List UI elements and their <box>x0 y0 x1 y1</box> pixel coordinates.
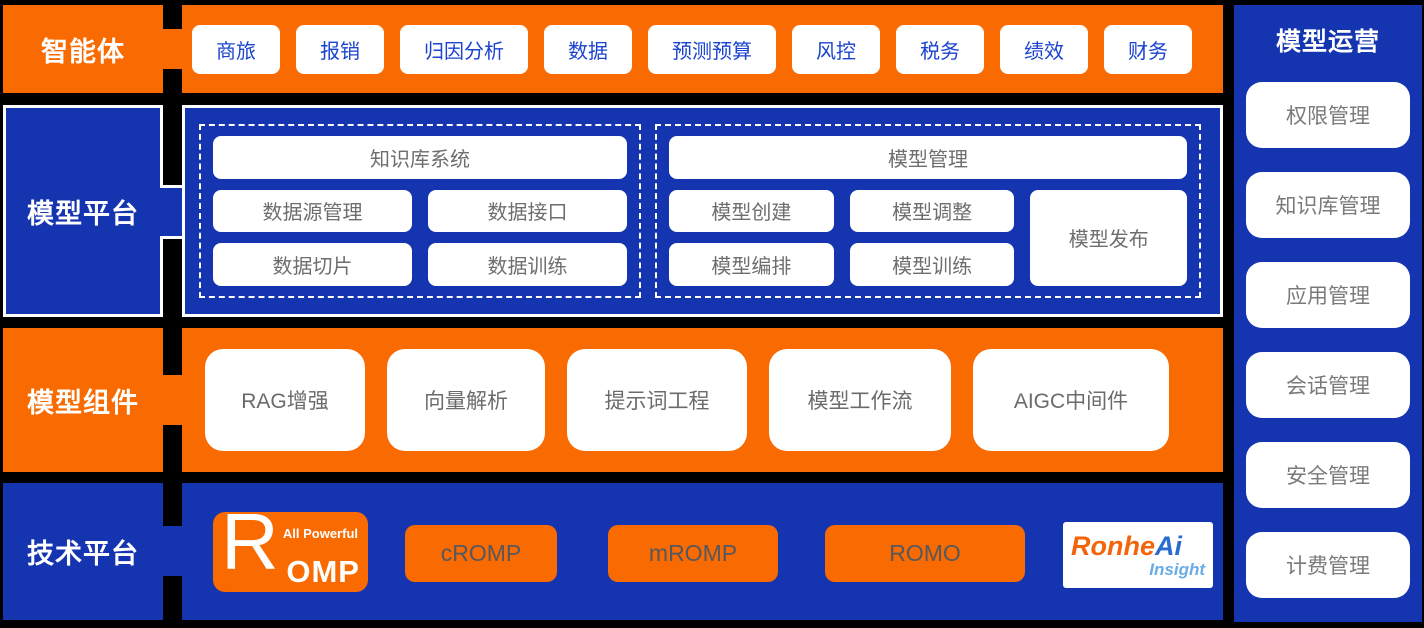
node-datasource-mgmt: 数据源管理 <box>213 189 412 233</box>
tech-platform-row: R All Powerful OMP cROMP mROMP ROMO Ronh… <box>182 483 1223 620</box>
node-model-orchestrate: 模型编排 <box>669 243 834 286</box>
tech-chip-romo: ROMO <box>825 525 1025 582</box>
sidebar-items: 权限管理 知识库管理 应用管理 会话管理 安全管理 计费管理 <box>1246 82 1410 598</box>
agent-chip-performance: 绩效 <box>1000 24 1088 74</box>
model-components-row: RAG增强 向量解析 提示词工程 模型工作流 AIGC中间件 <box>182 328 1223 472</box>
romp-logo-rest: OMP <box>286 554 360 589</box>
connector-tab-model-components <box>160 375 185 425</box>
agent-chip-travel: 商旅 <box>192 24 280 74</box>
ronheai-wordmark-orange: Ronhe <box>1071 531 1155 562</box>
component-rag: RAG增强 <box>205 349 365 451</box>
node-model-create: 模型创建 <box>669 189 834 233</box>
layer-label-model-components: 模型组件 <box>3 328 163 472</box>
node-model-tune: 模型调整 <box>849 189 1015 233</box>
agent-chip-attribution: 归因分析 <box>400 24 528 74</box>
node-model-publish: 模型发布 <box>1030 189 1187 286</box>
connector-tab-tech-platform <box>160 526 185 576</box>
agent-chip-expense: 报销 <box>296 24 384 74</box>
node-data-interface: 数据接口 <box>428 189 627 233</box>
tech-chip-mromp: mROMP <box>608 525 778 582</box>
component-aigc-middleware: AIGC中间件 <box>973 349 1169 451</box>
sidebar-item-application-mgmt: 应用管理 <box>1246 262 1410 328</box>
component-vector-parsing: 向量解析 <box>387 349 545 451</box>
sidebar-title: 模型运营 <box>1275 28 1380 56</box>
layer-label-agents: 智能体 <box>3 5 163 93</box>
connector-tab-model-platform <box>160 185 185 239</box>
agent-chip-finance: 财务 <box>1104 24 1192 74</box>
ronheai-subtitle: Insight <box>1149 559 1205 579</box>
node-data-slicing: 数据切片 <box>213 243 412 286</box>
layer-label-tech-platform: 技术平台 <box>3 483 163 620</box>
agents-row: 商旅 报销 归因分析 数据 预测预算 风控 税务 绩效 财务 <box>182 5 1223 93</box>
component-model-workflow: 模型工作流 <box>769 349 951 451</box>
node-model-management: 模型管理 <box>669 136 1187 179</box>
model-management-group: 模型管理 模型创建 模型调整 模型发布 模型编排 模型训练 <box>655 124 1201 298</box>
tech-chip-cromp: cROMP <box>405 525 557 582</box>
romp-logo-tagline: All Powerful <box>282 526 358 541</box>
agent-chip-risk: 风控 <box>792 24 880 74</box>
romp-logo-letter: R <box>221 497 279 586</box>
agent-chip-forecast-budget: 预测预算 <box>648 24 776 74</box>
component-prompt-engineering: 提示词工程 <box>567 349 747 451</box>
node-data-training: 数据训练 <box>428 243 627 286</box>
model-platform-row: 知识库系统 数据源管理 数据接口 数据切片 数据训练 模型管理 模型创建 模型调… <box>182 105 1223 317</box>
sidebar-item-permission-mgmt: 权限管理 <box>1246 82 1410 148</box>
ronheai-wordmark: RonheAi <box>1071 532 1205 560</box>
model-operations-sidebar: 模型运营 权限管理 知识库管理 应用管理 会话管理 安全管理 计费管理 <box>1234 5 1422 622</box>
sidebar-item-knowledge-mgmt: 知识库管理 <box>1246 172 1410 238</box>
node-knowledge-system: 知识库系统 <box>213 136 627 179</box>
romp-logo: R All Powerful OMP <box>213 502 368 592</box>
sidebar-item-billing-mgmt: 计费管理 <box>1246 532 1410 598</box>
sidebar-item-session-mgmt: 会话管理 <box>1246 352 1410 418</box>
ronheai-insight-logo: RonheAi Insight <box>1063 522 1213 588</box>
sidebar-item-security-mgmt: 安全管理 <box>1246 442 1410 508</box>
layer-label-model-platform: 模型平台 <box>3 105 163 317</box>
connector-tab-agents <box>160 29 185 69</box>
agent-chip-data: 数据 <box>544 24 632 74</box>
node-model-train: 模型训练 <box>849 243 1015 286</box>
agent-chip-tax: 税务 <box>896 24 984 74</box>
knowledge-base-group: 知识库系统 数据源管理 数据接口 数据切片 数据训练 <box>199 124 641 298</box>
ronheai-wordmark-blue: Ai <box>1155 531 1182 562</box>
